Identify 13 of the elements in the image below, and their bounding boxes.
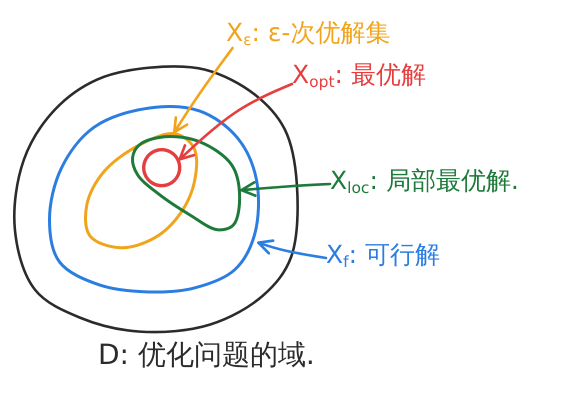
leader-arrow (172, 46, 234, 134)
set-outline (142, 148, 182, 188)
set-label: X$_{ε}$: ε-次优解集 (226, 18, 390, 48)
set-label: X$_{f}$: 可行解 (326, 240, 440, 270)
set-label: X$_{loc}$: 局部最优解. (330, 166, 519, 196)
set-outline (84, 132, 198, 250)
leader-arrow (257, 239, 328, 260)
leader-arrow (178, 82, 294, 161)
set-outline (48, 105, 260, 294)
set-label: X$_{opt}$: 最优解 (292, 60, 426, 90)
set-outline (131, 135, 242, 232)
region-caption: D: 优化问题的域. (98, 338, 315, 372)
leader-arrow (240, 181, 332, 197)
